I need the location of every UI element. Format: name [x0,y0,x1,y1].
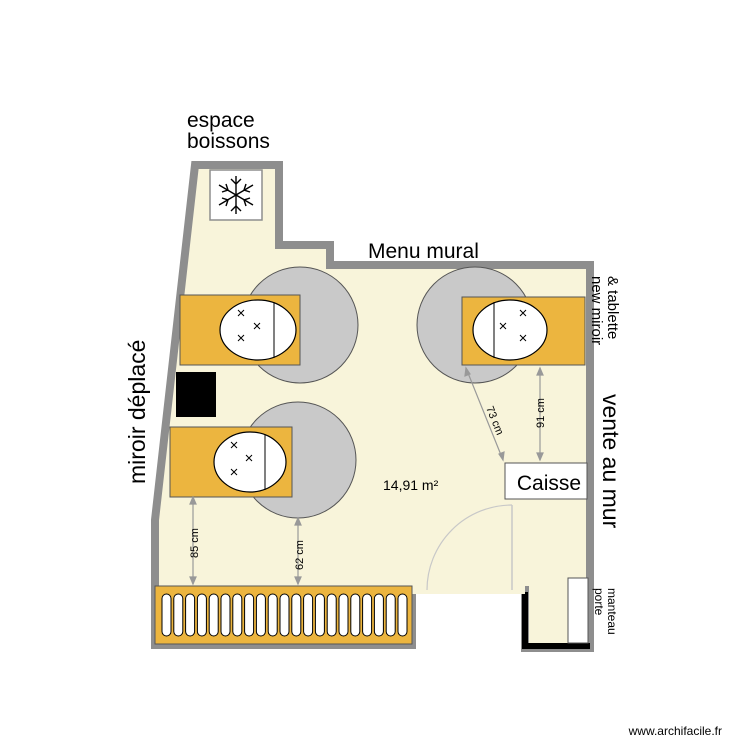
wall-entrance-black [522,592,590,649]
wash-basin [219,299,297,361]
coat-rack-label: porte [592,588,606,616]
wash-basin [213,431,287,493]
radiator-fin [196,593,207,637]
radiator-fin [373,593,384,637]
radiator-fin [232,593,243,637]
radiator-fin [338,593,349,637]
moved-mirror-block [176,372,216,417]
radiator-fin [161,593,172,637]
radiator-fin [362,593,373,637]
basin-marks [230,441,253,476]
dimension-label: 91 cm [535,398,547,428]
radiator-fin [220,593,231,637]
radiator-fin [173,593,184,637]
new-mirror-label: & tablette [604,276,621,339]
drinks-area-label: espace [187,109,255,132]
radiator-fin [279,593,290,637]
radiator-fin [350,593,361,637]
radiator-fin [208,593,219,637]
new-mirror-label: new miroir [588,276,605,345]
dimension-label: 62 cm [294,540,306,570]
basin-marks [499,309,527,342]
dimension-label: 85 cm [189,528,201,558]
radiator-fins [161,593,408,637]
basin-marks [237,309,261,342]
radiator-fin [291,593,302,637]
moved-mirror-label: miroir déplacé [124,340,150,484]
checkout-label: Caisse [517,472,581,495]
radiator-fin [267,593,278,637]
area-label: 14,91 m² [383,477,439,493]
coat-rack [567,577,589,644]
wash-basin [472,299,548,361]
menu-wall-label: Menu mural [368,240,479,263]
coat-rack-label: manteau [605,588,619,635]
radiator-fin [244,593,255,637]
watermark[interactable]: www.archifacile.fr [628,724,722,738]
door-swing-arc [426,504,513,591]
wall-sales-label: vente au mur [598,394,624,529]
radiator-fin [303,593,314,637]
radiator-fin [397,593,408,637]
radiator-fin [185,593,196,637]
dimension-lines [189,366,544,586]
drinks-area-label: boissons [187,130,270,153]
radiator-fin [385,593,396,637]
snowflake-icon [209,169,263,221]
door-opening [412,586,525,594]
room-floor [151,161,594,652]
radiator-fin [326,593,337,637]
checkout-counter [504,462,588,500]
radiator-fin [255,593,266,637]
radiator-fin [314,593,325,637]
